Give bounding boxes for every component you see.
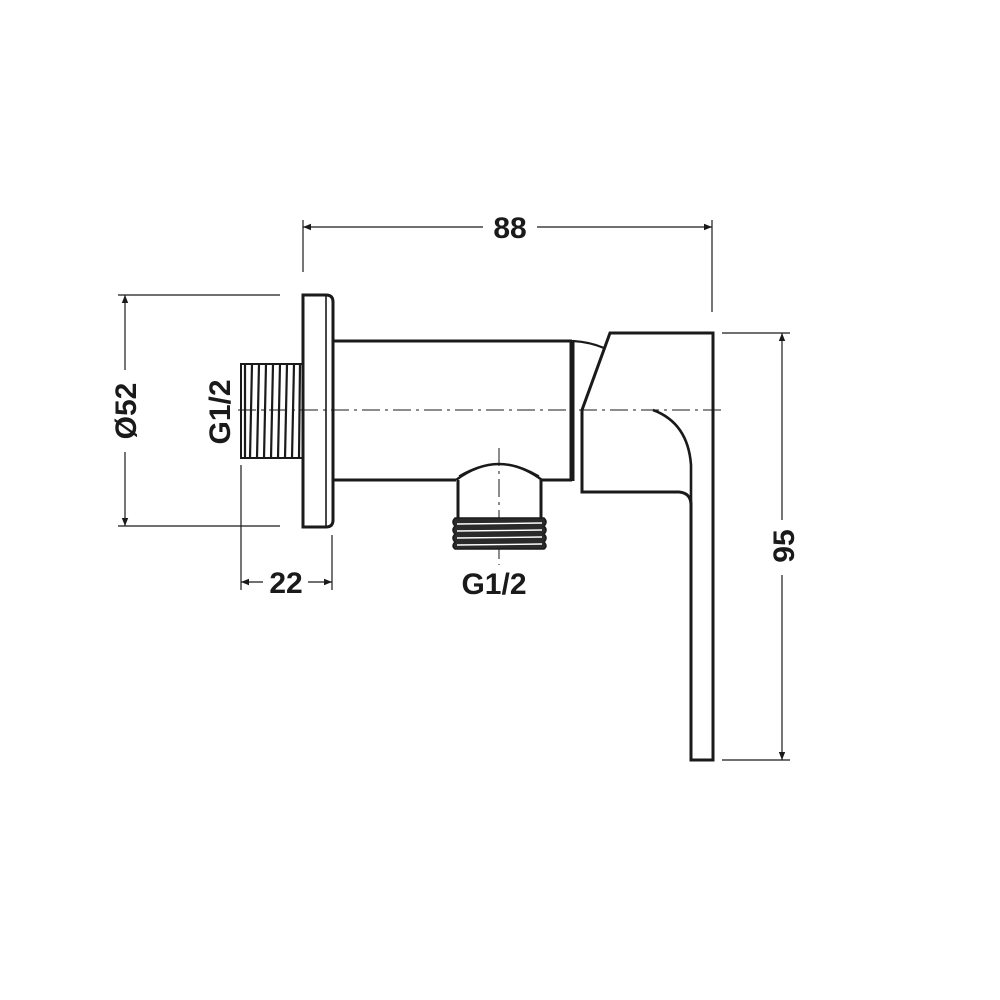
dimension-thread-length: 22	[240, 465, 333, 600]
outlet-thread-label: G1/2	[461, 568, 526, 601]
overall-length-label: 88	[493, 212, 526, 245]
height-label: 95	[768, 529, 801, 562]
dimension-height: 95	[722, 332, 801, 761]
inlet-thread	[240, 363, 304, 459]
thread-length-label: 22	[269, 567, 302, 600]
flange-diameter-label: Ø52	[110, 383, 143, 440]
outlet-thread	[452, 462, 547, 550]
dimension-overall-length: 88	[302, 212, 713, 312]
valve-body	[333, 339, 575, 482]
lever-handle	[572, 331, 715, 762]
wall-flange	[301, 293, 335, 529]
dimension-flange-diameter: Ø52	[110, 294, 280, 527]
inlet-thread-label: G1/2	[204, 379, 237, 444]
